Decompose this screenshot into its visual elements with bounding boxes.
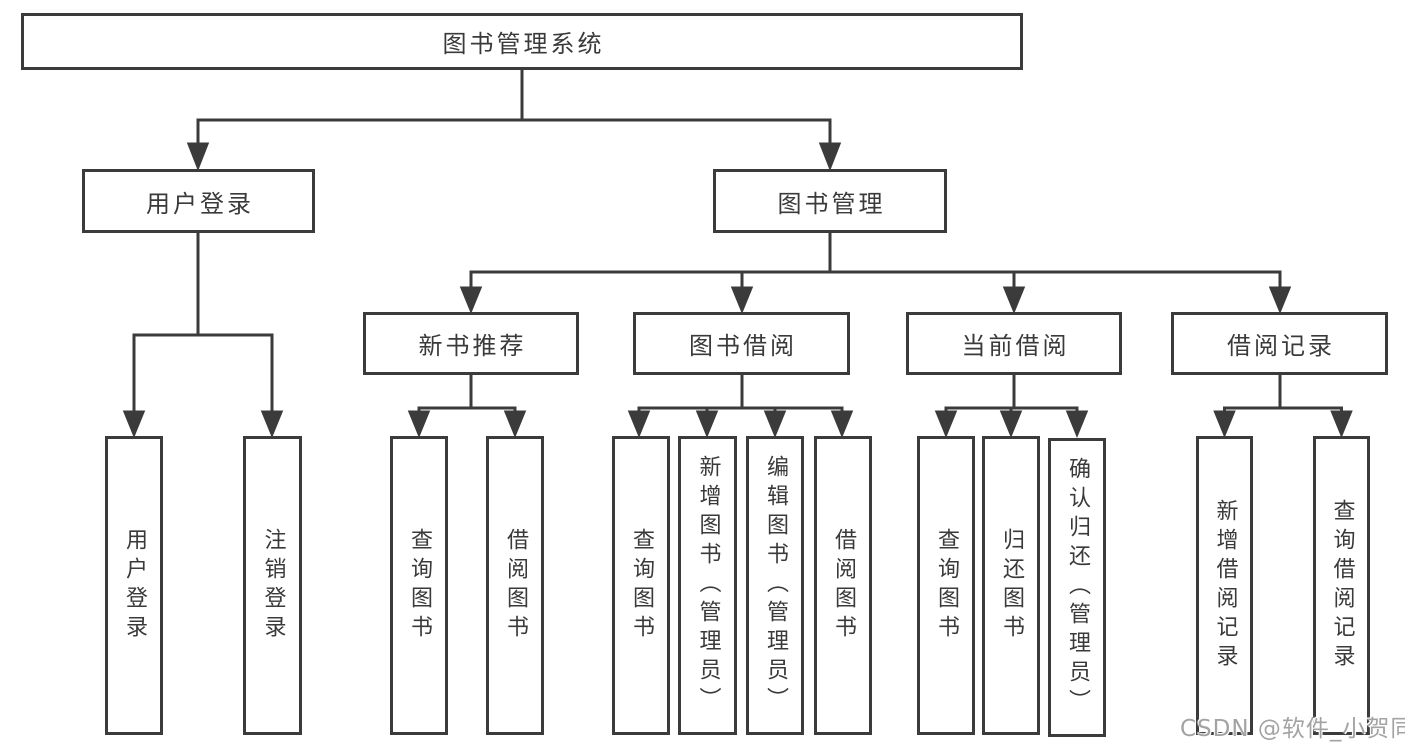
leaf-logout: 注销登录 [243,436,302,735]
node-book-management: 图书管理 [713,169,947,233]
node-new-book-recommendation: 新书推荐 [363,312,579,375]
leaf-borrow-books-borrowing: 借阅图书 [814,436,872,735]
leaf-query-books-borrowing: 查询图书 [612,436,670,735]
node-borrowing-records: 借阅记录 [1171,312,1388,375]
leaf-add-books-admin: 新增图书（管理员） [678,436,737,735]
leaf-query-books-current: 查询图书 [917,436,975,735]
leaf-query-borrow-record: 查询借阅记录 [1313,436,1370,735]
leaf-query-books-recommend: 查询图书 [390,436,448,735]
connector-user-login-split [122,233,284,438]
leaf-user-login: 用户登录 [105,436,163,735]
connector-borrowing-records-split [1213,375,1353,438]
node-book-borrowing: 图书借阅 [633,312,850,375]
leaf-add-borrow-record: 新增借阅记录 [1196,436,1253,735]
node-user-login: 用户登录 [82,169,315,233]
connector-root-split [186,69,842,172]
connector-current-borrowing-split [934,375,1089,438]
leaf-return-books: 归还图书 [982,436,1040,735]
node-current-borrowing: 当前借阅 [906,312,1122,375]
connector-book-borrowing-split [627,375,854,438]
watermark: CSDN @软件_小贺同学 [1180,716,1405,742]
connector-new-book-split [407,375,527,438]
leaf-borrow-books-recommend: 借阅图书 [486,436,544,735]
leaf-edit-books-admin: 编辑图书（管理员） [746,436,804,735]
leaf-confirm-return-admin: 确认归还（管理员） [1048,438,1106,737]
connector-book-management-split [459,233,1292,314]
node-library-system: 图书管理系统 [21,13,1023,70]
